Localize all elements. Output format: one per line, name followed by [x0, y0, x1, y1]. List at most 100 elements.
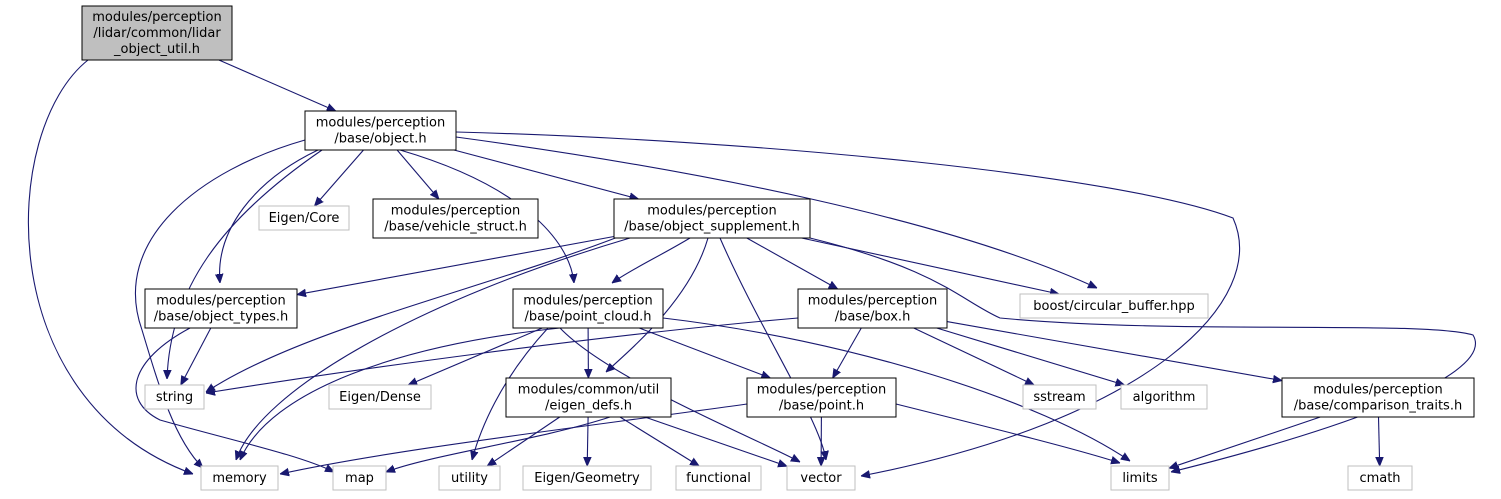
- node-map: map: [332, 465, 387, 491]
- edge-object-to-memory: [135, 139, 306, 468]
- edge-object-to-string: [167, 149, 323, 379]
- edge-object-to-vector: [455, 131, 1241, 476]
- node-box-eigen_geometry: [522, 465, 652, 491]
- edge-box-to-comparison_traits: [946, 321, 1282, 381]
- edge-comparison_traits-to-limits: [1169, 416, 1321, 468]
- node-box-memory: [200, 465, 279, 491]
- node-string: string: [144, 384, 205, 410]
- node-label-eigen_core-line-0: Eigen/Core: [269, 211, 340, 226]
- node-box-circular_buffer: [1019, 293, 1209, 319]
- node-point[interactable]: modules/perception/base/point.h: [746, 377, 897, 418]
- node-box-vector: [786, 465, 856, 491]
- node-box-eigen_core: [258, 205, 350, 231]
- node-sstream: sstream: [1022, 384, 1097, 410]
- node-label-object_types-line-1: /base/object_types.h: [154, 310, 289, 325]
- edge-eigen_defs-to-utility: [487, 416, 561, 466]
- node-label-circular_buffer-line-0: boost/circular_buffer.hpp: [1033, 299, 1195, 314]
- edge-object-to-object_types: [220, 149, 319, 283]
- node-box-object_supplement: [613, 198, 811, 239]
- node-label-box-line-0: modules/perception: [808, 294, 937, 309]
- node-functional: functional: [675, 465, 762, 491]
- node-label-point-line-0: modules/perception: [757, 383, 886, 398]
- node-box-string: [144, 384, 205, 410]
- node-label-algorithm-line-0: algorithm: [1133, 390, 1196, 405]
- node-label-limits-line-0: limits: [1122, 471, 1158, 486]
- edge-point-to-memory: [280, 403, 748, 474]
- node-box-eigen_dense: [328, 384, 432, 410]
- edge-eigen_defs-to-vector: [644, 416, 787, 466]
- node-box-point: [746, 377, 897, 418]
- node-box-cmath: [1347, 465, 1413, 491]
- node-box[interactable]: modules/perception/base/box.h: [797, 288, 948, 329]
- node-point_cloud[interactable]: modules/perception/base/point_cloud.h: [512, 288, 664, 329]
- node-box-point_cloud: [512, 288, 664, 329]
- edge-object_supplement-to-memory: [236, 237, 631, 460]
- node-box-object_types: [144, 288, 298, 329]
- node-object_supplement[interactable]: modules/perception/base/object_supplemen…: [613, 198, 811, 239]
- node-label-eigen_geometry-line-0: Eigen/Geometry: [534, 471, 640, 486]
- node-object[interactable]: modules/perception/base/object.h: [304, 110, 457, 151]
- node-label-vehicle_struct-line-0: modules/perception: [391, 204, 520, 219]
- edge-object_types-to-string: [181, 327, 212, 385]
- node-box-vehicle_struct: [372, 198, 539, 239]
- node-label-object_supplement-line-0: modules/perception: [647, 204, 776, 219]
- node-label-utility-line-0: utility: [451, 471, 488, 486]
- edge-root-to-object: [218, 59, 336, 112]
- node-limits: limits: [1110, 465, 1170, 491]
- edge-point_cloud-to-utility: [472, 327, 549, 460]
- edge-box-to-sstream: [913, 327, 1034, 385]
- edge-object_supplement-to-object_types: [297, 235, 615, 295]
- edge-point_cloud-to-limits: [662, 317, 1130, 461]
- node-object_types[interactable]: modules/perception/base/object_types.h: [144, 288, 298, 329]
- node-label-point-line-1: /base/point.h: [779, 399, 864, 414]
- edge-point_cloud-to-eigen_dense: [408, 327, 543, 386]
- edge-eigen_defs-to-map: [386, 416, 611, 472]
- node-algorithm: algorithm: [1120, 384, 1208, 410]
- edge-layer: [27, 59, 1476, 476]
- node-box-object: [304, 110, 457, 151]
- node-circular_buffer: boost/circular_buffer.hpp: [1019, 293, 1209, 319]
- node-label-object-line-1: /base/object.h: [334, 132, 426, 147]
- node-box-eigen_defs: [505, 377, 672, 418]
- edge-object_supplement-to-box: [746, 237, 838, 289]
- node-vehicle_struct[interactable]: modules/perception/base/vehicle_struct.h: [372, 198, 539, 239]
- edge-box-to-algorithm: [936, 327, 1125, 385]
- node-eigen_geometry: Eigen/Geometry: [522, 465, 652, 491]
- node-label-point_cloud-line-0: modules/perception: [523, 294, 652, 309]
- node-box-root: [81, 5, 233, 61]
- node-label-memory-line-0: memory: [212, 471, 267, 486]
- edge-eigen_defs-to-eigen_geometry: [587, 416, 588, 466]
- node-label-functional-line-0: functional: [686, 471, 751, 486]
- node-label-cmath-line-0: cmath: [1359, 471, 1400, 486]
- edge-object_supplement-to-limits: [809, 237, 1476, 472]
- node-label-comparison_traits-line-0: modules/perception: [1313, 383, 1442, 398]
- node-box-box: [797, 288, 948, 329]
- node-vector: vector: [786, 465, 856, 491]
- node-box-functional: [675, 465, 762, 491]
- node-eigen_defs[interactable]: modules/common/util/eigen_defs.h: [505, 377, 672, 418]
- node-label-vector-line-0: vector: [800, 471, 842, 486]
- node-box-utility: [438, 465, 501, 491]
- node-eigen_dense: Eigen/Dense: [328, 384, 432, 410]
- node-root[interactable]: modules/perception/lidar/common/lidar_ob…: [81, 5, 233, 61]
- node-label-object_types-line-0: modules/perception: [156, 294, 285, 309]
- node-label-eigen_dense-line-0: Eigen/Dense: [339, 390, 421, 405]
- edge-object-to-circular_buffer: [455, 136, 1097, 289]
- edge-object-to-vehicle_struct: [396, 149, 439, 199]
- node-comparison_traits[interactable]: modules/perception/base/comparison_trait…: [1281, 377, 1475, 418]
- edge-object_supplement-to-string: [206, 236, 619, 392]
- edge-object-to-object_supplement: [453, 149, 639, 199]
- node-label-map-line-0: map: [345, 471, 374, 486]
- node-label-root-line-1: /lidar/common/lidar: [93, 26, 221, 41]
- node-box-algorithm: [1120, 384, 1208, 410]
- node-label-point_cloud-line-1: /base/point_cloud.h: [525, 310, 652, 325]
- edge-object_types-to-map: [135, 327, 334, 472]
- edge-eigen_defs-to-functional: [619, 416, 699, 466]
- node-box-comparison_traits: [1281, 377, 1475, 418]
- edge-point_cloud-to-point: [639, 327, 770, 378]
- edge-object_supplement-to-vector: [719, 237, 826, 460]
- node-label-eigen_defs-line-0: modules/common/util: [518, 383, 659, 398]
- node-label-root-line-0: modules/perception: [92, 10, 221, 25]
- node-utility: utility: [438, 465, 501, 491]
- node-label-root-line-2: _object_util.h: [113, 42, 200, 57]
